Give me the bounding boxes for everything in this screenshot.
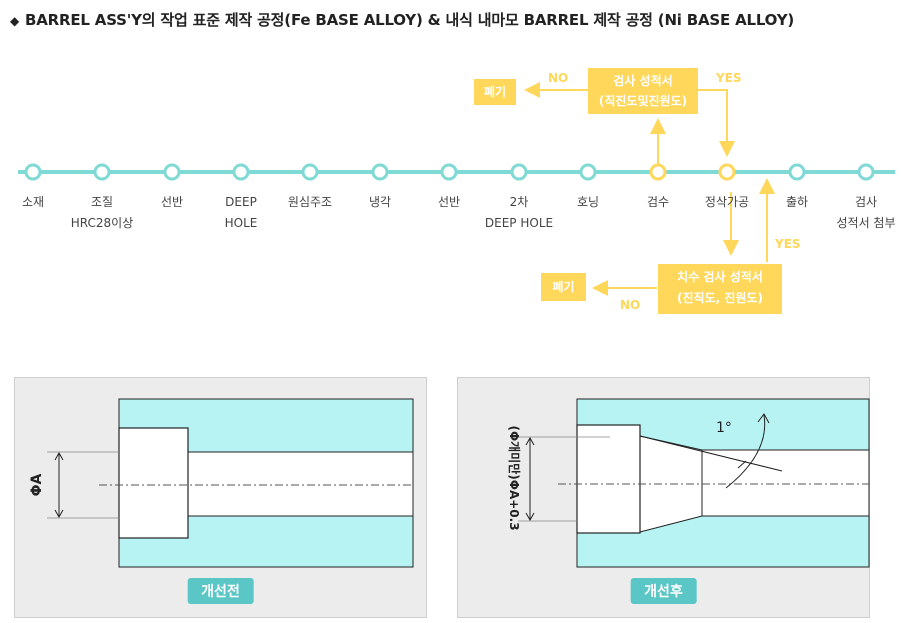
top-check-title: 검사 성적서 [613, 74, 673, 88]
process-node [510, 163, 528, 181]
process-flow [18, 82, 895, 296]
top-reject-box: 폐기 [474, 79, 516, 105]
process-step-name: 조질 [90, 195, 114, 209]
process-node [579, 163, 597, 181]
process-node [371, 163, 389, 181]
process-step-detail: HRC28이상 [70, 216, 134, 230]
process-step-label: 소재 [0, 192, 78, 213]
process-step-detail: DEEP HOLE [484, 216, 554, 230]
before-dim-label: ΦA [29, 473, 45, 496]
process-node [718, 163, 736, 181]
process-node [857, 163, 875, 181]
before-badge: 개선전 [187, 578, 254, 604]
arrow-yes-top [698, 89, 735, 157]
before-drawing: ΦA [29, 398, 414, 568]
process-step-name: 검사 [854, 195, 878, 209]
process-step-label: 호닝 [543, 192, 633, 213]
process-step-name: 원심주조 [287, 195, 333, 209]
process-step-name: DEEP [225, 195, 257, 209]
angle-label: 1° [716, 420, 732, 436]
process-step-label: 정삭가공 [682, 192, 772, 213]
bottom-check-title: 치수 검사 성적서 [677, 270, 763, 284]
process-node [301, 163, 319, 181]
process-step-label: 선반 [404, 192, 494, 213]
process-node [232, 163, 250, 181]
process-node [649, 163, 667, 181]
process-step-name: 검수 [646, 195, 670, 209]
process-step-label: 출하 [752, 192, 842, 213]
top-no-label: NO [548, 71, 569, 85]
process-step-name: 출하 [785, 195, 809, 209]
process-node [440, 163, 458, 181]
process-step-name: 선반 [160, 195, 184, 209]
process-node [93, 163, 111, 181]
page-title: ◆ BARREL ASS'Y의 작업 표준 제작 공정(Fe BASE ALLOY… [10, 9, 794, 30]
process-step-detail: HOLE [224, 216, 258, 230]
process-step-label: 조질 HRC28이상 [57, 192, 147, 234]
process-node [24, 163, 42, 181]
bottom-yes-label: YES [775, 237, 801, 251]
bottom-check-box: 치수 검사 성적서 (진직도, 진원도) [658, 264, 782, 314]
process-step-label: 2차 DEEP HOLE [474, 192, 564, 234]
process-step-label: 선반 [127, 192, 217, 213]
after-dim-label: (Φ개미만)ΦA+0.3 [507, 425, 522, 530]
bottom-no-label: NO [620, 298, 641, 312]
process-step-label: 검수 [613, 192, 703, 213]
process-step-name: 정삭가공 [704, 195, 750, 209]
before-panel: ΦA 개선전 [14, 377, 427, 618]
process-step-name: 2차 [509, 195, 529, 209]
process-step-name: 선반 [437, 195, 461, 209]
process-step-name: 호닝 [576, 195, 600, 209]
bullet-icon: ◆ [10, 14, 20, 28]
bottom-reject-box: 폐기 [541, 273, 586, 301]
after-badge: 개선후 [630, 578, 697, 604]
process-node [788, 163, 806, 181]
top-check-box: 검사 성적서 (직진도및진원도) [588, 68, 698, 114]
after-panel: 1° (Φ개미만)ΦA+0.3 개선후 [457, 377, 870, 618]
process-step-label: 원심주조 [265, 192, 355, 213]
process-step-label: DEEP HOLE [196, 192, 286, 234]
process-step-detail: 성적서 첨부 [836, 216, 896, 230]
process-step-name: 냉각 [368, 195, 392, 209]
process-node [163, 163, 181, 181]
top-yes-label: YES [716, 71, 742, 85]
process-step-label: 냉각 [335, 192, 425, 213]
top-check-subtitle: (직진도및진원도) [598, 94, 688, 108]
process-step-name: 소재 [21, 195, 45, 209]
page-title-text: BARREL ASS'Y의 작업 표준 제작 공정(Fe BASE ALLOY)… [25, 11, 795, 29]
bottom-check-subtitle: (진직도, 진원도) [677, 291, 763, 305]
after-drawing: 1° (Φ개미만)ΦA+0.3 [507, 398, 870, 568]
